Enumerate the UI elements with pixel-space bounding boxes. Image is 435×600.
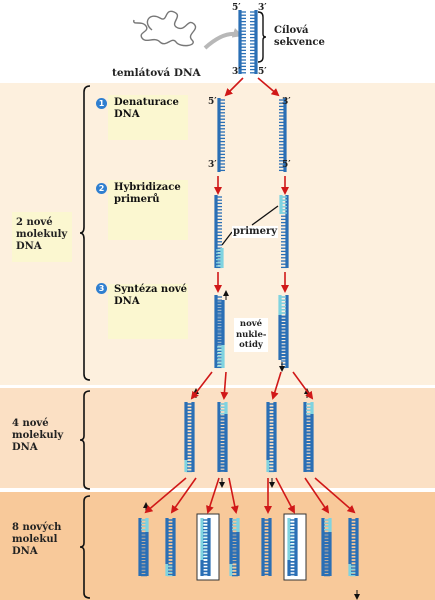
strand-right-bottom-end: 5′: [282, 160, 291, 170]
cycle2-duplex-3-right-strand: [269, 402, 277, 472]
step-2-number: 2: [96, 183, 107, 194]
arrow-c2-1: [190, 371, 213, 400]
arrow-denat-left: [224, 77, 244, 97]
cycle3-duplex-6-right-strand: [290, 518, 298, 576]
denatured-strand-left: [217, 98, 225, 172]
primer-left: [216, 248, 224, 268]
cycle3-duplex-2-right-strand: [168, 518, 176, 576]
primer-right: [279, 195, 287, 214]
cycle3-duplex-7-left-strand: [321, 518, 329, 576]
nucleotides-label: nové nukle-otidy: [234, 318, 268, 352]
stage1-highlight: [12, 212, 72, 262]
arrow-c2-4: [292, 371, 314, 400]
cycle3-duplex-4-right-strand: [232, 518, 240, 577]
step-3-number: 3: [96, 283, 107, 294]
cycle2-duplex-4-right-strand: [306, 402, 314, 472]
cycle2-duplex-1-right-strand: [187, 402, 195, 472]
cycle3-duplex-3-right-strand: [203, 518, 211, 576]
stage1-label: 2 nové molekuly DNA: [16, 217, 68, 252]
end-3-bottom: 3′: [232, 67, 241, 77]
end-5-bottom: 5′: [258, 67, 267, 77]
arrow-c3-1: [144, 477, 187, 514]
step-1-label: Denaturace DNA: [114, 97, 179, 120]
step2-highlight: [108, 180, 188, 240]
cycle2-duplex-2-right-strand: [220, 402, 228, 472]
primer-pointer-left: [221, 231, 233, 246]
target-duplex-left-strand: [238, 10, 246, 74]
cycle3-duplex-1-right-strand: [141, 518, 149, 577]
cycle3-duplex-8-right-strand: [351, 518, 359, 576]
synth-strand-left: [214, 295, 222, 369]
target-bracket: [257, 11, 267, 63]
target-sequence-label: Cílová sekvence: [274, 25, 325, 48]
new-strand-left: [217, 300, 225, 368]
strand-left-top-end: 5′: [208, 97, 217, 107]
end-3-top: 3′: [258, 3, 267, 13]
template-to-target-arrow: [203, 28, 243, 50]
step-2-label: Hybridizace primerů: [114, 182, 181, 205]
stage1-bracket: [79, 85, 91, 381]
arrow-c2-2: [220, 371, 229, 400]
step1-highlight: [108, 95, 188, 140]
arrow-c3-6: [275, 477, 295, 514]
new-strand-right: [278, 295, 286, 360]
target-duplex-right-strand: [250, 10, 258, 74]
cycle3-duplex-7-right-strand: [324, 518, 332, 577]
primer-pointer-right: [251, 205, 279, 226]
stage3-bracket: [79, 495, 91, 599]
step-3-label: Syntéza nové DNA: [114, 284, 188, 307]
strand-left-bottom-end: 3′: [208, 160, 217, 170]
arrow-c3-4: [228, 477, 239, 514]
stage3-label: 8 nových molekul DNA: [12, 522, 62, 557]
cycle2-duplex-4-left-strand: [303, 402, 311, 472]
end-5-top: 5′: [232, 3, 241, 13]
cycle2-duplex-2-left-strand: [217, 402, 225, 472]
arrow-c2-3: [270, 371, 282, 400]
arrow-c3-8: [314, 477, 356, 514]
arrow-c3-7: [304, 477, 330, 514]
arrow-c3-3: [206, 477, 220, 514]
template-dna-squiggle: [133, 10, 197, 47]
arrows: [143, 77, 360, 600]
arrow-denat-right: [257, 77, 280, 97]
denatured-strand-right: [279, 98, 287, 172]
arrow-c3-2: [170, 477, 197, 514]
stage2-bracket: [79, 390, 91, 490]
template-dna-label: temlátová DNA: [112, 67, 201, 79]
step3-highlight: [108, 284, 188, 339]
dna-strands: [138, 10, 359, 581]
step-1-number: 1: [96, 98, 107, 109]
primers-label: primery: [232, 226, 279, 238]
stage2-label: 4 nové molekuly DNA: [12, 418, 64, 453]
strand-right-top-end: 3′: [282, 97, 291, 107]
cycle3-duplex-5-right-strand: [264, 518, 272, 576]
